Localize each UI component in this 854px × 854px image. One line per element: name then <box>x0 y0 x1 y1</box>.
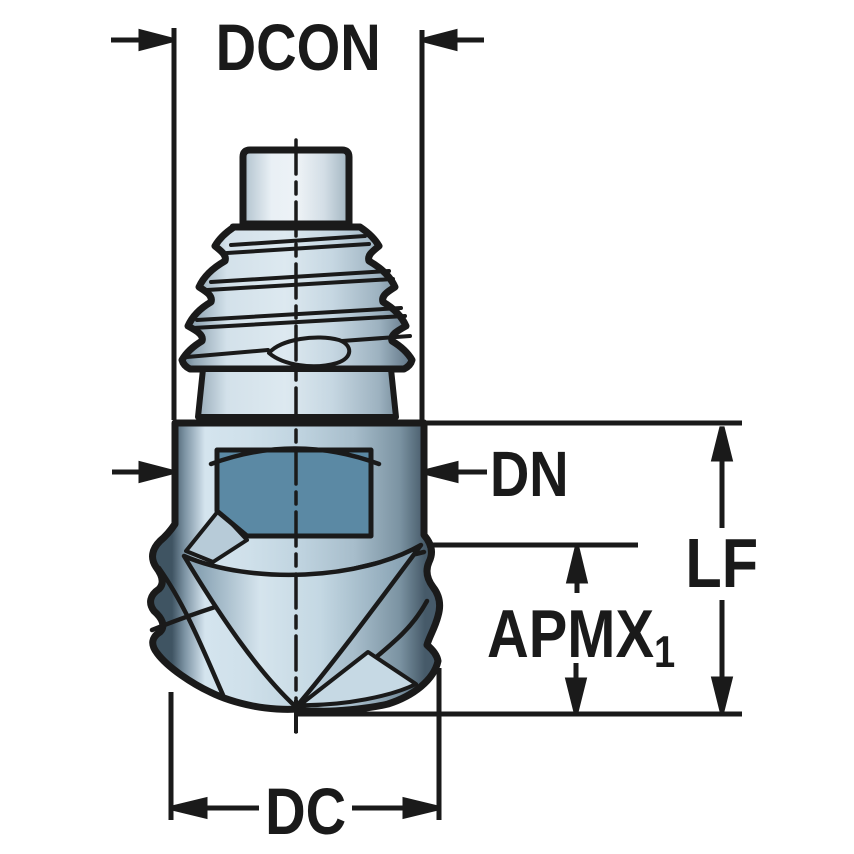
head-recess-face <box>214 447 374 539</box>
dn-arrowhead-right <box>423 460 459 484</box>
dimension-apmx <box>427 542 638 713</box>
flute-tip-facet <box>298 650 418 708</box>
flute-left-edge <box>156 565 226 698</box>
apmx-label: APMX1 <box>487 600 708 675</box>
lf-label: LF <box>685 524 759 602</box>
dimension-dc <box>168 668 442 820</box>
dc-label: DC <box>265 774 347 848</box>
dimension-dn <box>112 460 487 484</box>
dc-arrowhead-left <box>171 796 208 820</box>
dimension-lf <box>296 420 742 717</box>
apmx-label-subscript: 1 <box>653 625 676 677</box>
dn-label: DN <box>490 438 569 510</box>
thread-crest-lines <box>185 234 412 359</box>
lf-arrowhead-down <box>710 676 734 712</box>
dc-arrowhead-right <box>402 796 439 820</box>
apmx-label-text: APMX <box>487 596 654 672</box>
thread-runout-loop <box>267 335 352 369</box>
dimension-dcon <box>111 28 484 420</box>
lf-arrowhead-up <box>710 426 734 462</box>
dcon-arrowhead-right <box>423 28 458 52</box>
dcon-label: DCON <box>215 10 381 84</box>
apmx-arrowhead-down <box>564 677 588 713</box>
tool-illustration <box>147 138 444 735</box>
dn-arrowhead-left <box>138 460 173 484</box>
head-recess-rim-arc <box>208 446 382 467</box>
dcon-arrowhead-left <box>138 28 173 52</box>
